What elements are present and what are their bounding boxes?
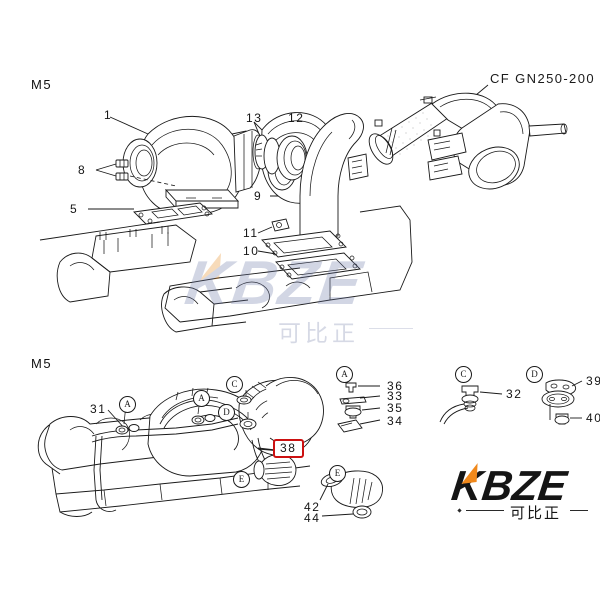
part-9-elbow <box>299 113 369 241</box>
detail-group-c-art <box>439 385 503 425</box>
detail-label-33: 33 <box>387 389 404 403</box>
detail-label-40: 40 <box>586 411 600 425</box>
callout-a-mid: A <box>193 390 210 407</box>
callout-e-main: E <box>233 471 250 488</box>
detail-label-34: 34 <box>387 414 404 428</box>
part-label-8: 8 <box>78 163 87 177</box>
lower-fasteners <box>115 395 257 435</box>
lower-diagram-art <box>37 377 583 519</box>
part-label-1: 1 <box>104 108 113 122</box>
section-label-lower: M5 <box>31 356 53 371</box>
callout-e-detail: E <box>329 465 346 482</box>
detail-label-42: 42 <box>304 500 321 514</box>
detail-group-d-art <box>541 379 583 425</box>
detail-group-a-art <box>337 382 381 433</box>
part-label-38-highlighted[interactable]: 38 <box>273 439 304 458</box>
callout-d-detail: D <box>526 366 543 383</box>
callout-a-left: A <box>119 396 136 413</box>
part-label-9: 9 <box>254 189 263 203</box>
section-label-upper: M5 <box>31 77 53 92</box>
brand-rule-right <box>570 510 588 511</box>
part-8-fasteners <box>115 159 177 187</box>
callout-d-main: D <box>218 404 235 421</box>
part-label-13: 13 <box>246 111 263 125</box>
intake-pipe-assembly <box>368 92 568 190</box>
part-label-11: 11 <box>243 226 259 240</box>
detail-label-32: 32 <box>506 387 523 401</box>
part-11-bracket <box>271 218 290 232</box>
callout-a-detail: A <box>336 366 353 383</box>
brand-accent-triangle <box>461 463 478 484</box>
part-label-10: 10 <box>243 244 260 258</box>
callout-c-detail: C <box>455 366 472 383</box>
part-5-gasket <box>133 202 213 225</box>
brand-subtitle: 可比正 <box>510 504 562 522</box>
part-10-gaskets <box>261 230 361 280</box>
model-code-label: CF GN250-200 <box>490 71 595 86</box>
callout-c-main: C <box>226 376 243 393</box>
upper-diagram-art <box>39 84 568 333</box>
part-label-31: 31 <box>90 402 107 416</box>
detail-group-e-art <box>319 470 383 519</box>
part-38-fitting <box>253 454 297 486</box>
brand-rule-left <box>466 510 504 511</box>
detail-label-36: 36 <box>387 379 404 393</box>
brand-logo: KBZE 可比正 <box>449 462 590 524</box>
part-label-5: 5 <box>70 202 79 216</box>
part-label-12: 12 <box>288 111 305 125</box>
detail-label-39: 39 <box>586 374 600 388</box>
detail-label-44: 44 <box>304 511 321 525</box>
detail-label-35: 35 <box>387 401 404 415</box>
